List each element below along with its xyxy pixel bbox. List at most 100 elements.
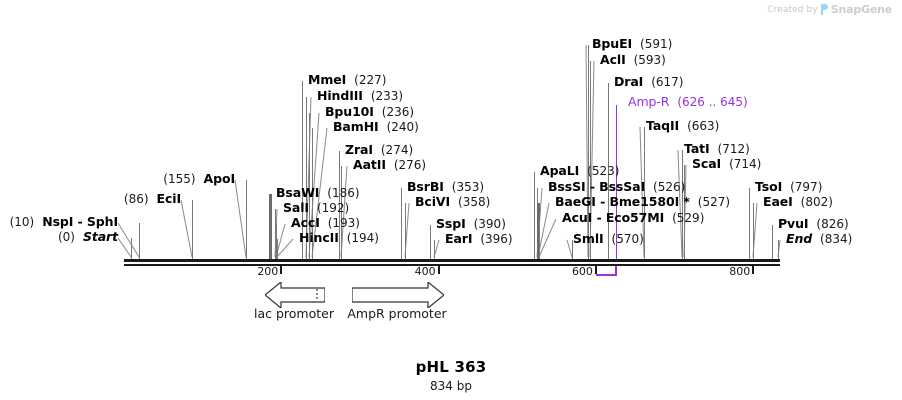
site-label-name: AcuI - Eco57MI: [562, 210, 665, 225]
site-label-position: (523): [587, 164, 620, 178]
site-label-nspi-sphi[interactable]: (10) NspI - SphI: [0, 215, 118, 230]
site-label-position: (834): [820, 232, 853, 246]
plasmid-size: 834 bp: [430, 379, 472, 393]
site-label-acli[interactable]: AclI (593): [600, 53, 666, 68]
site-label-ecii[interactable]: (86) EciI: [0, 192, 181, 207]
cut-site-tick: [341, 166, 342, 259]
site-label-position: (529): [672, 211, 705, 225]
cut-site-tick: [684, 165, 685, 259]
site-label-name: TatI: [684, 141, 710, 156]
site-label-eaei[interactable]: EaeI (802): [763, 194, 833, 210]
site-label-position: (186): [327, 186, 360, 200]
site-label-sspi[interactable]: SspI (390): [436, 217, 506, 232]
site-label-position: (617): [651, 75, 684, 89]
site-label-name: AatII: [353, 157, 386, 172]
site-label-sali[interactable]: SalI (192): [283, 201, 350, 216]
site-label-bsawi[interactable]: BsaWI (186): [276, 186, 360, 201]
site-label-drai[interactable]: DraI (617): [614, 75, 684, 90]
site-label-name: BsrBI: [407, 179, 444, 194]
site-label-name: ZraI: [345, 142, 373, 157]
cut-site-tick: [276, 224, 277, 259]
site-label-bcivi[interactable]: BciVI (358): [415, 194, 490, 210]
cut-site-tick: [682, 150, 683, 259]
site-label-name: Amp-R: [628, 94, 670, 109]
site-label-position: (194): [346, 231, 379, 245]
feature-bracket-amp-r: [596, 266, 618, 276]
promoter-caption: AmpR promoter: [347, 306, 447, 321]
site-label-position: (240): [386, 120, 419, 134]
cut-site-tick: [749, 188, 750, 259]
site-label-position: (626 .. 645): [677, 95, 748, 109]
site-label-acci[interactable]: AccI (193): [291, 216, 360, 231]
site-label-name: ScaI: [692, 156, 722, 171]
site-label-eari[interactable]: EarI (396): [445, 231, 513, 247]
plasmid-name: pHL 363: [415, 358, 487, 376]
site-label-scai[interactable]: ScaI (714): [692, 156, 761, 172]
left-arrow-icon[interactable]: [265, 282, 325, 308]
site-label-name: Bpu10I: [325, 104, 374, 119]
site-label-bpu10i[interactable]: Bpu10I (236): [325, 104, 415, 120]
site-label-name: BciVI: [415, 194, 451, 209]
site-label-position: (155): [163, 172, 196, 186]
site-label-tsoi[interactable]: TsoI (797): [755, 179, 823, 195]
cut-site-tick: [277, 239, 278, 259]
site-label-position: (527): [697, 195, 731, 209]
cut-site-tick: [539, 219, 540, 259]
site-label-apoi[interactable]: (155) ApoI: [0, 171, 236, 187]
site-label-zrai[interactable]: ZraI (274): [345, 142, 413, 158]
cut-site-tick: [269, 194, 272, 259]
site-label-position: (826): [816, 217, 849, 231]
site-label-acui-eco57mi[interactable]: AcuI - Eco57MI (529): [562, 210, 705, 226]
site-label-name: BssSI - BssSaI: [548, 179, 646, 194]
cut-site-tick: [644, 127, 645, 259]
site-label-position: (390): [473, 217, 506, 231]
site-label-taqii[interactable]: TaqII (663): [646, 119, 719, 134]
site-label-smli[interactable]: SmlI (570): [573, 231, 644, 247]
site-label-name: TsoI: [755, 179, 783, 194]
site-label-position: (797): [790, 180, 823, 194]
cut-site-tick: [430, 225, 431, 259]
site-label-position: (526): [653, 180, 686, 194]
site-label-pvui[interactable]: PvuI (826): [778, 216, 849, 232]
site-label-tati[interactable]: TatI (712): [684, 141, 750, 157]
site-label-name: EarI: [445, 231, 473, 246]
site-label-hincii[interactable]: HincII (194): [299, 231, 379, 246]
cut-site-tick-layer: [131, 45, 779, 266]
site-label-position: (712): [717, 142, 750, 156]
ruler-tick: [752, 266, 755, 274]
promoter-caption: lac promoter: [254, 306, 334, 321]
cut-site-tick: [306, 97, 307, 259]
snapgene-logo-icon: [820, 4, 828, 15]
site-label-bpuei[interactable]: BpuEI (591): [592, 37, 672, 52]
site-label-bsrbi[interactable]: BsrBI (353): [407, 179, 484, 195]
cut-site-tick: [572, 240, 573, 259]
site-label-hindiii[interactable]: HindIII (233): [317, 89, 404, 104]
feature-label-amp-r[interactable]: Amp-R (626 .. 645): [628, 94, 748, 110]
site-label-start[interactable]: (0) Start: [0, 230, 118, 245]
site-label-position: (192): [316, 201, 350, 215]
site-label-position: (593): [633, 53, 666, 67]
site-label-name: BamHI: [333, 119, 379, 134]
site-label-position: (233): [370, 89, 404, 103]
site-label-apali[interactable]: ApaLI (523): [540, 164, 620, 179]
ruler-tick: [594, 266, 597, 274]
site-label-name: SmlI: [573, 231, 604, 246]
site-label-position: (570): [611, 232, 644, 246]
site-label-position: (236): [381, 105, 415, 119]
cut-site-tick: [309, 113, 310, 259]
site-label-name: BaeGI - Bme1580I *: [555, 194, 690, 209]
site-label-baegi-bme1580i[interactable]: BaeGI - Bme1580I * (527): [555, 194, 731, 210]
site-label-name: PvuI: [778, 216, 809, 231]
site-label-name: ApoI: [203, 171, 236, 186]
site-label-name: EaeI: [763, 194, 793, 209]
site-label-bamhi[interactable]: BamHI (240): [333, 119, 419, 135]
right-arrow-icon[interactable]: [352, 282, 444, 308]
cut-site-tick: [534, 172, 535, 259]
site-label-aatii[interactable]: AatII (276): [353, 157, 426, 173]
site-label-position: (802): [800, 195, 833, 209]
site-label-bsssi-bsssai[interactable]: BssSI - BssSaI (526): [548, 179, 686, 195]
site-label-mmei[interactable]: MmeI (227): [308, 73, 386, 88]
site-label-position: (193): [327, 216, 360, 230]
site-label-end[interactable]: End (834): [786, 232, 853, 247]
